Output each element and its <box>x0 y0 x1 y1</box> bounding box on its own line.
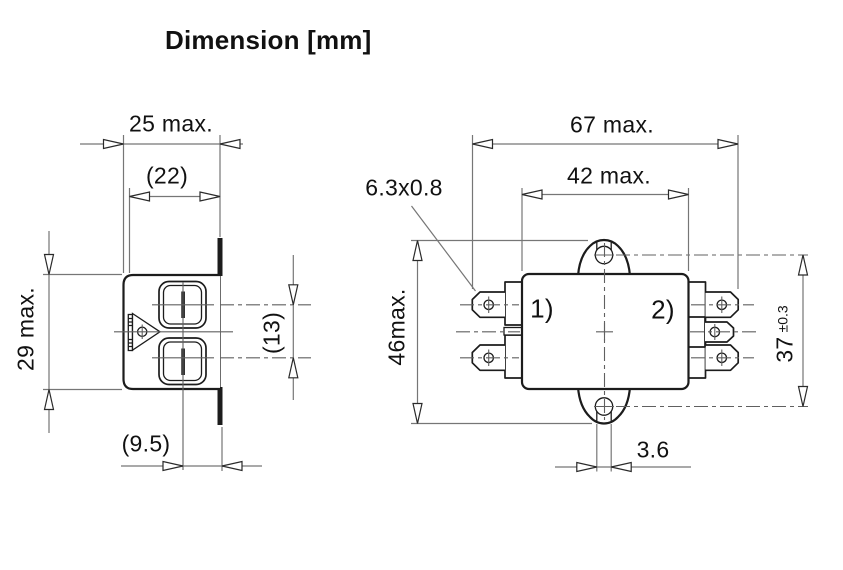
hole-spacing-value: 37 <box>771 336 798 363</box>
front-view <box>411 135 809 473</box>
dimension-slot-width <box>555 424 691 473</box>
terminal-2-marker: 2) <box>651 294 675 325</box>
dim-label-depth-max: 25 max. <box>129 110 213 137</box>
dimension-hole-spacing <box>797 254 809 408</box>
dimension-overall-height <box>411 239 592 425</box>
dim-label-hole-spacing: 37 ±0.3 <box>772 305 799 362</box>
dim-label-height-max: 29 max. <box>12 287 39 371</box>
dimension-pin-spacing <box>288 255 299 400</box>
dim-label-face-width: (22) <box>145 162 189 189</box>
hole-spacing-tolerance: ±0.3 <box>774 305 791 333</box>
dim-label-overall-width: 67 max. <box>570 111 654 138</box>
dim-label-flange-offset: (9.5) <box>121 430 171 457</box>
dimension-flange-offset <box>121 427 262 472</box>
dim-label-terminal-size: 6.3x0.8 <box>365 174 443 201</box>
front-centerlines <box>456 243 808 420</box>
side-centerlines <box>114 282 311 470</box>
dimension-face-width <box>128 188 221 273</box>
terminal-1-marker: 1) <box>530 293 554 324</box>
side-view <box>43 135 311 472</box>
dim-label-pin-spacing: (13) <box>258 311 285 355</box>
dimension-body-width <box>521 188 690 271</box>
terminal-size-leader <box>411 205 476 292</box>
terminal-top-left <box>471 281 524 326</box>
mounting-tab-top <box>576 238 632 277</box>
dimension-depth-max <box>80 135 243 273</box>
dim-label-body-width: 42 max. <box>567 162 651 189</box>
dimension-height-max <box>43 231 122 433</box>
dimension-overall-width <box>471 135 739 289</box>
terminal-bottom-left <box>471 334 524 379</box>
dim-label-slot-width: 3.6 <box>636 436 670 463</box>
page-title: Dimension [mm] <box>165 25 372 55</box>
dim-label-overall-height: 46max. <box>383 288 410 366</box>
